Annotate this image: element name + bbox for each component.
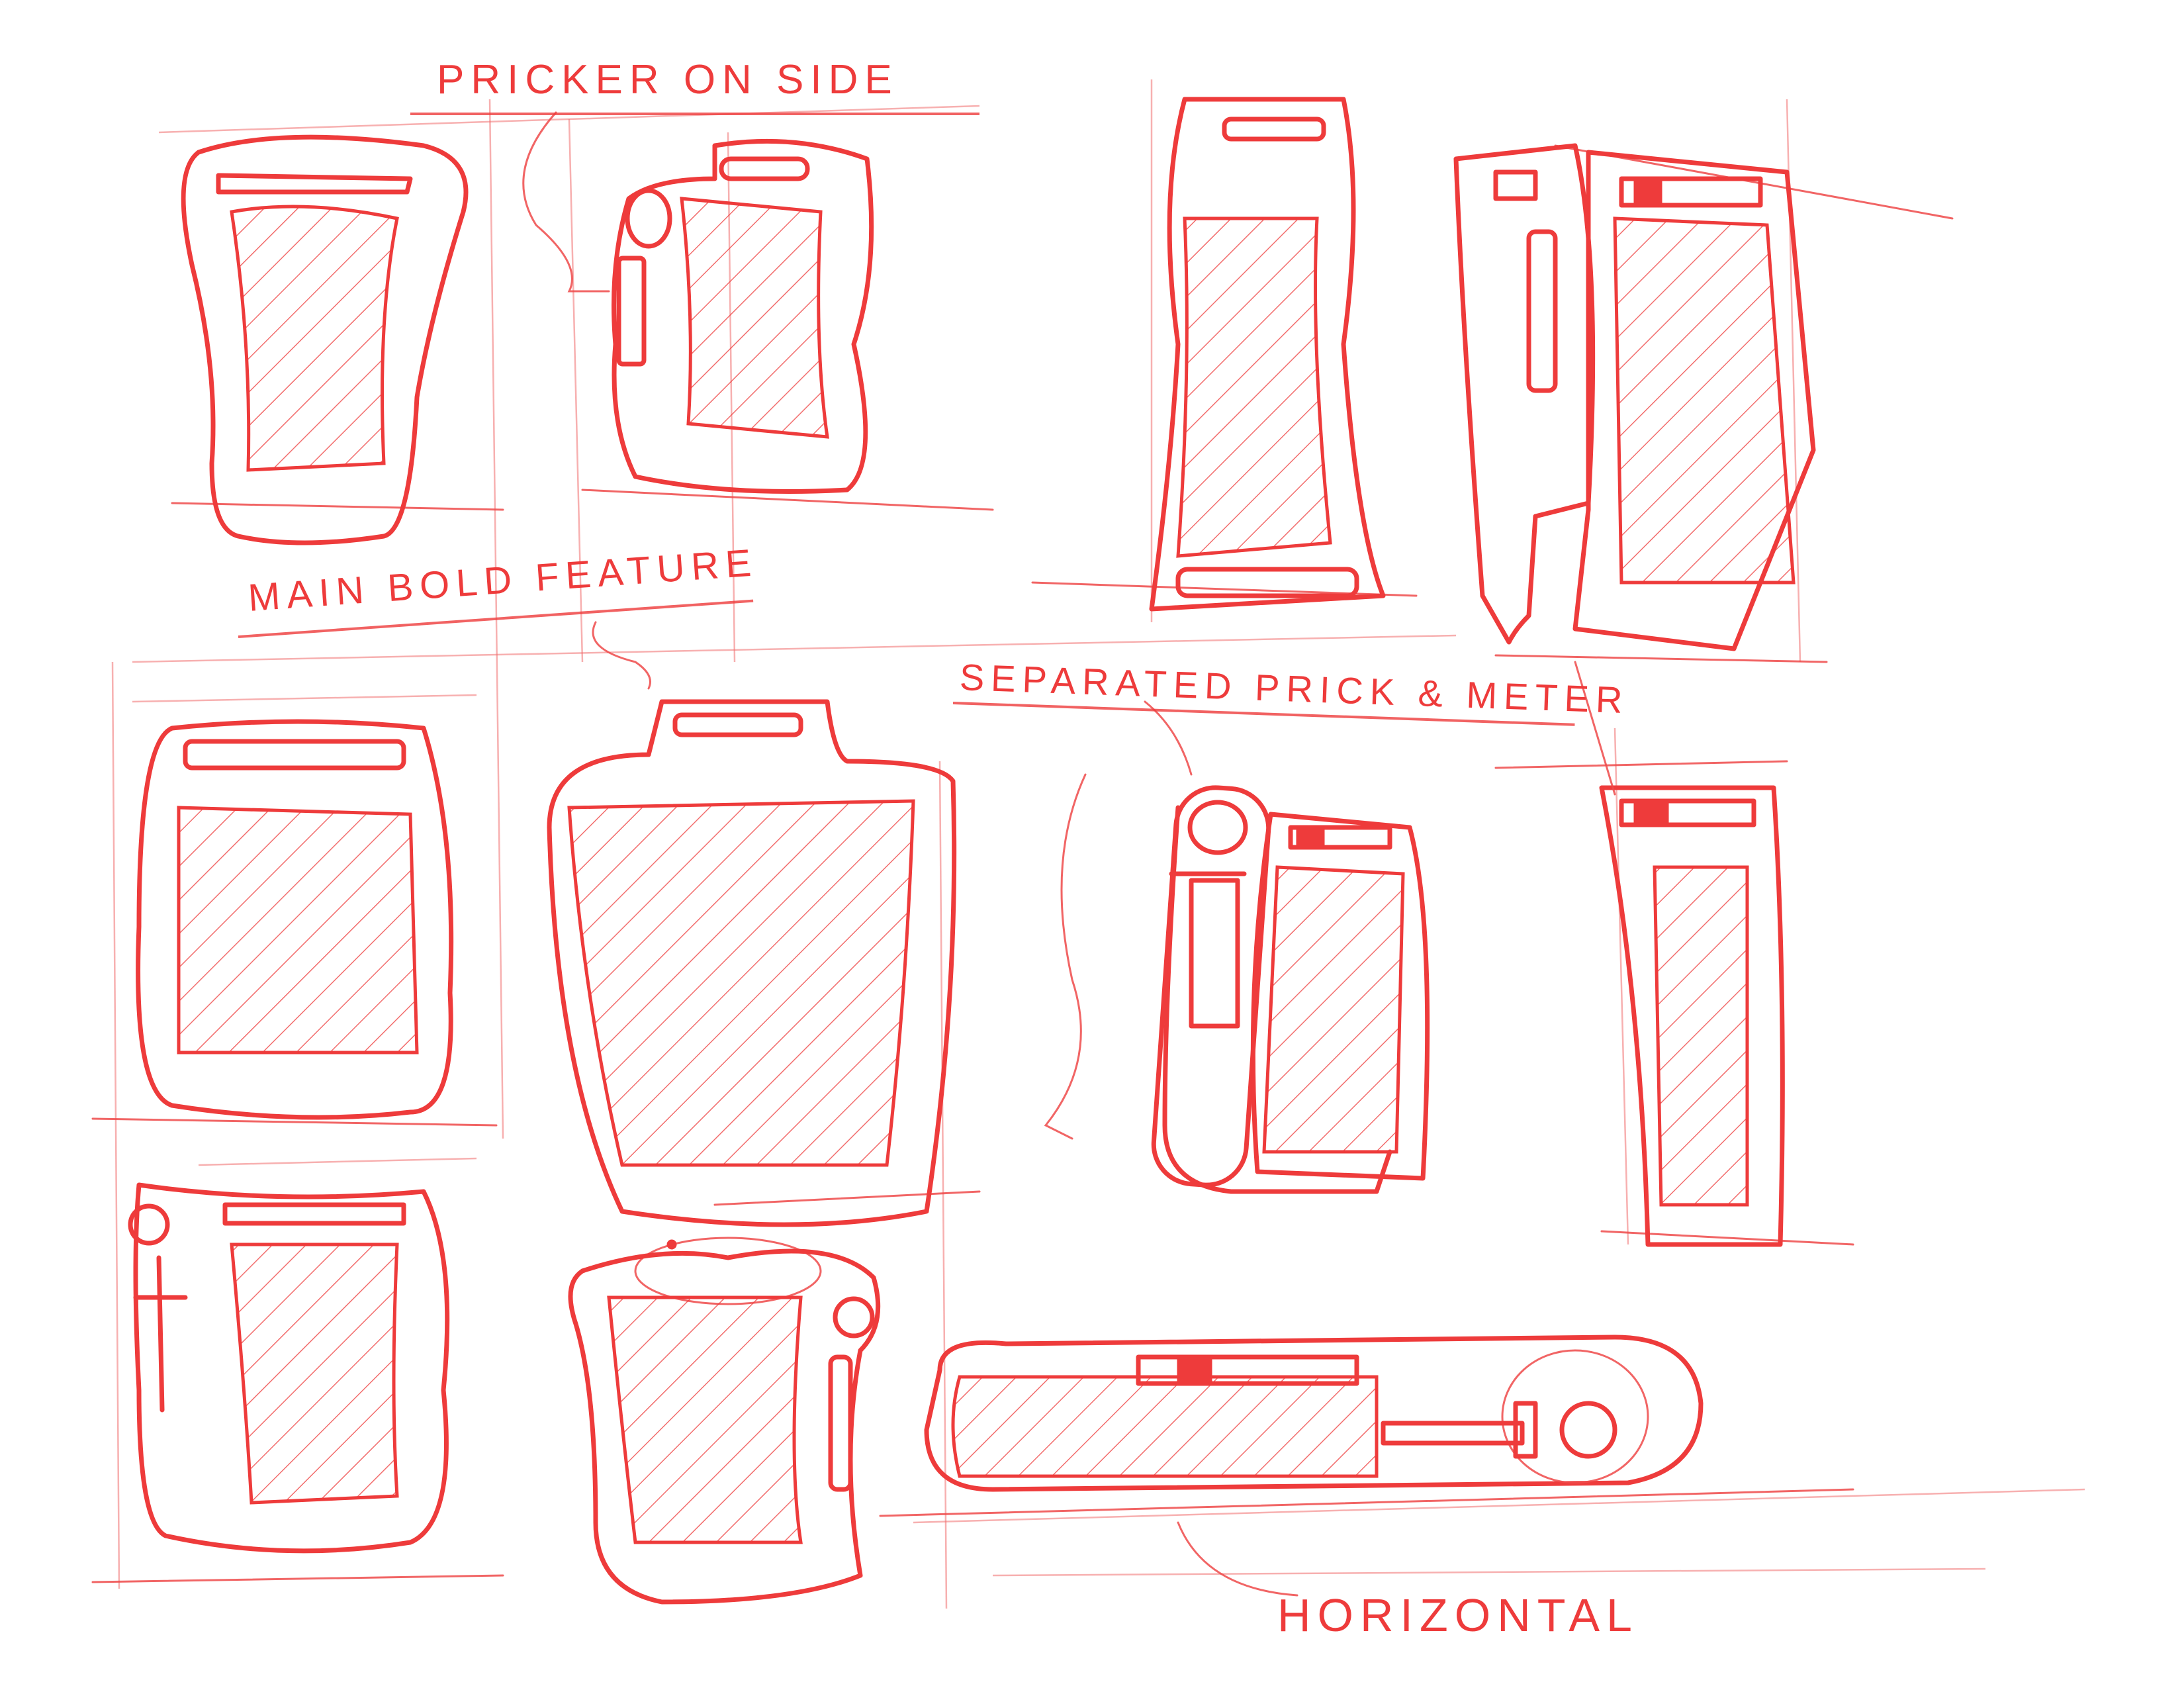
sketch-slim-tall-device [1574,661,1785,1247]
sketch-hourglass-device [181,134,469,545]
ground-lines [91,144,1954,1583]
sketch-tall-waisted-device [1149,97,1386,612]
sketch-pricker-left-device [128,1182,450,1554]
sketch-pricker-on-side [522,111,874,494]
annotation-pricker-on-side: PRICKER ON SIDE [437,57,899,103]
sketch-winged-device [568,1237,881,1605]
annotation-arrows [592,621,651,690]
annotation-pricker-underline [410,113,979,115]
sketch-angled-device [1453,143,1816,651]
sketch-horizontal-device [924,1335,1704,1597]
sketch-separated-pricker-meter [1044,700,1430,1194]
sketch-square-rounded-device [136,719,454,1120]
sketch-bold-feature-device [547,699,957,1227]
annotation-horizontal: HORIZONTAL [1277,1589,1639,1641]
